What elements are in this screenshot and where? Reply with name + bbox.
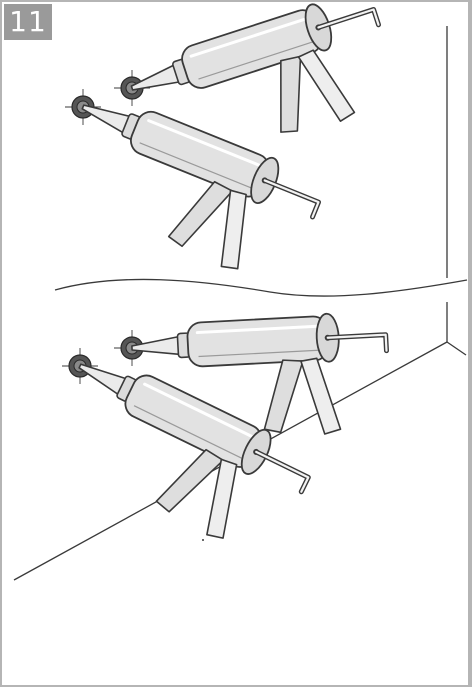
step-number-badge: 11: [4, 4, 52, 40]
panel-separator-wave: [54, 278, 468, 297]
top-panel: [47, 0, 448, 291]
bottom-panel: [13, 302, 467, 581]
corner-side-line: [446, 341, 467, 356]
